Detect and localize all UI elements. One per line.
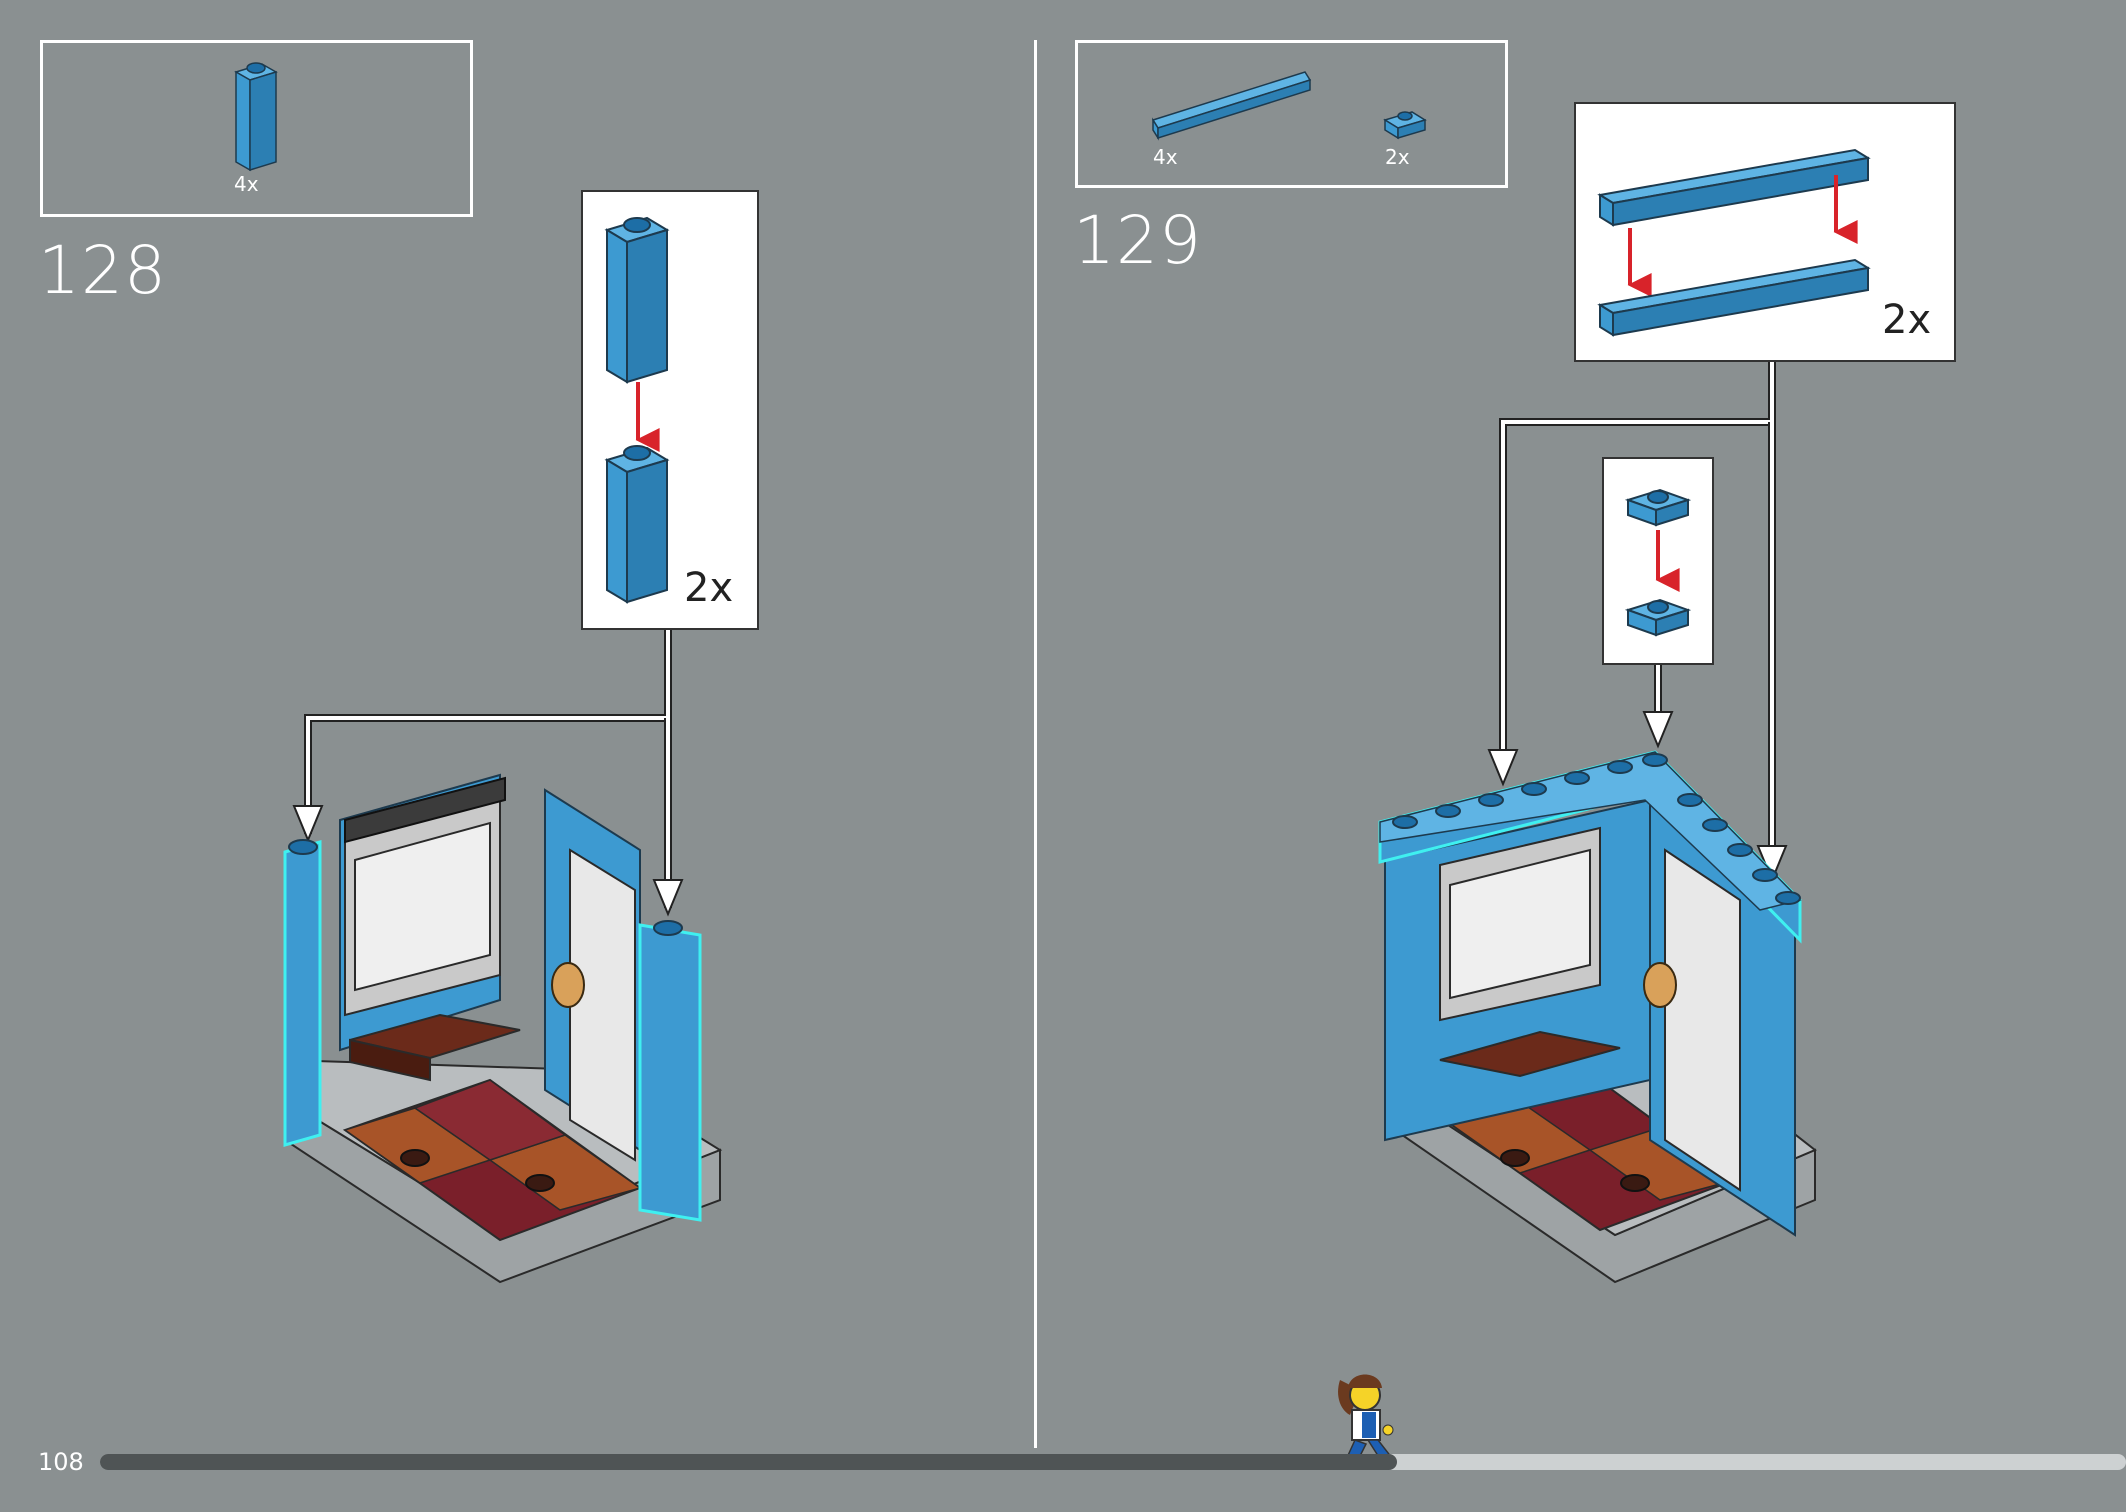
progress-fill bbox=[100, 1454, 1397, 1470]
callout-brick-bottom bbox=[604, 445, 670, 604]
step-128-model bbox=[283, 773, 723, 1284]
part-icon-blue-brick-1x1x3 bbox=[234, 62, 278, 172]
step-129-part-quantity-plate-1x1: 2x bbox=[1385, 145, 1410, 169]
page-divider bbox=[1034, 40, 1037, 1448]
callout-plate-top bbox=[1597, 148, 1871, 227]
callout-small-plate-top bbox=[1624, 488, 1692, 527]
step-128-part-quantity: 4x bbox=[234, 172, 259, 196]
step-129-parts-box bbox=[1075, 40, 1508, 188]
page-number: 108 bbox=[38, 1448, 84, 1476]
step-129-part-quantity-plate-1x6: 4x bbox=[1153, 145, 1178, 169]
step-129-number: 129 bbox=[1073, 202, 1202, 279]
part-icon-blue-plate-1x6 bbox=[1151, 71, 1312, 141]
callout-plate-bottom bbox=[1597, 258, 1871, 337]
callout-small-plate-bottom bbox=[1624, 598, 1692, 637]
progress-bar bbox=[100, 1454, 2126, 1470]
minifigure-icon bbox=[1338, 1374, 1394, 1467]
step-128-connector bbox=[292, 630, 684, 917]
step-129-callout-multiplier: 2x bbox=[1882, 297, 1932, 343]
step-128-callout-multiplier: 2x bbox=[684, 565, 734, 611]
step-129-model bbox=[1378, 750, 1817, 1284]
part-icon-blue-plate-1x1 bbox=[1383, 111, 1427, 140]
step-128-number: 128 bbox=[38, 232, 167, 309]
callout-brick-top bbox=[604, 216, 670, 384]
step-129-connector bbox=[1487, 362, 1788, 883]
step-128-parts-box bbox=[40, 40, 473, 217]
